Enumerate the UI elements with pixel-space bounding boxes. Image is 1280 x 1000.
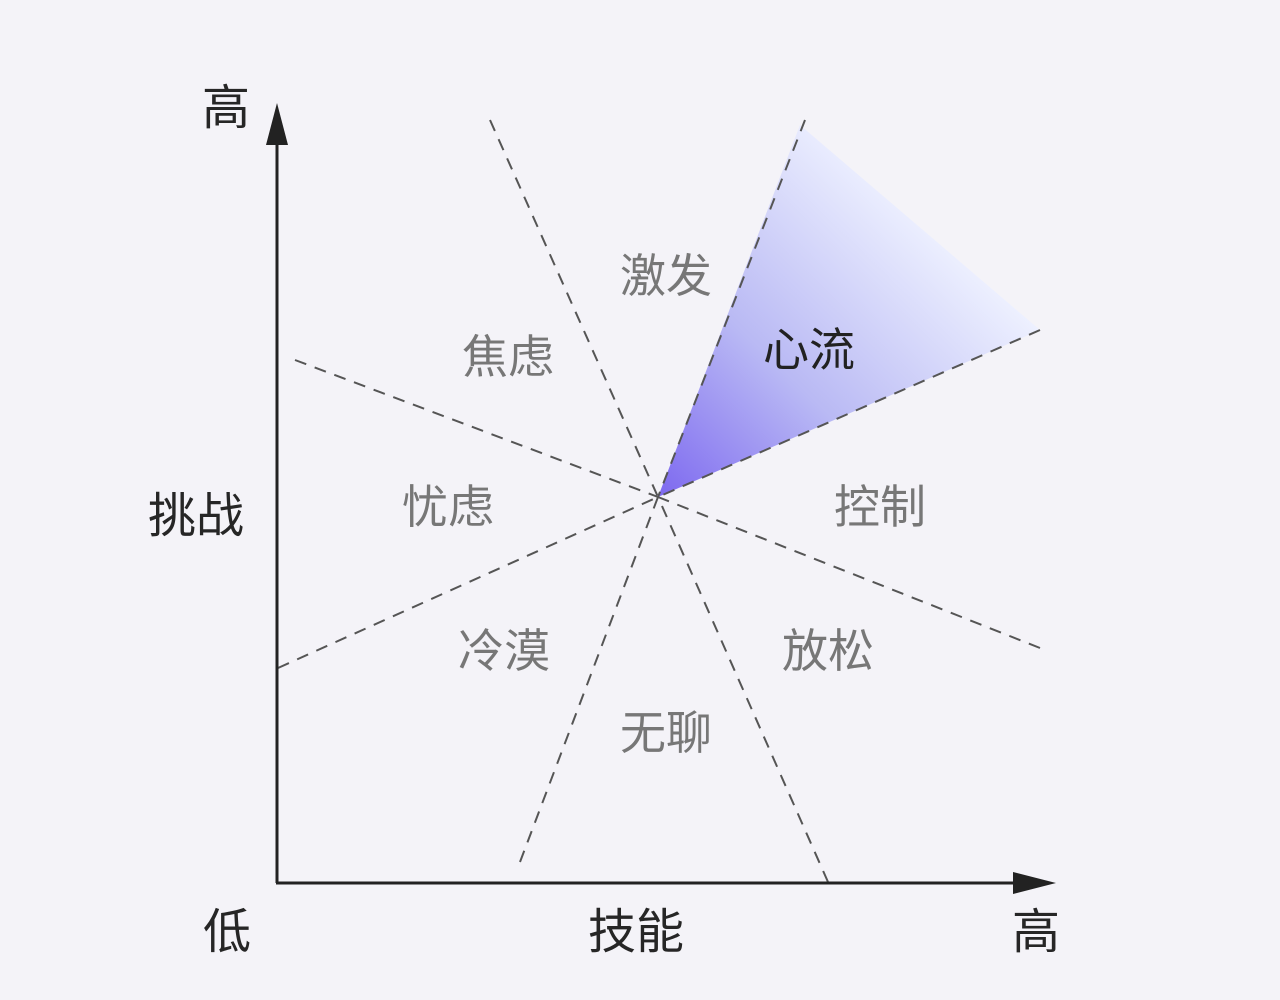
dashed-divider-apathy-boredom (519, 496, 659, 863)
y-axis-high-label: 高 (202, 80, 251, 136)
y-axis-arrow (266, 103, 288, 145)
region-flow-label: 心流 (763, 323, 855, 377)
y-axis-title: 挑战 (148, 488, 245, 544)
origin-low-label: 低 (203, 904, 252, 960)
dashed-divider-boredom-relaxation (657, 496, 829, 883)
region-relaxation-label: 放松 (782, 624, 874, 678)
region-control-label: 控制 (834, 480, 926, 534)
x-axis-arrow (1013, 872, 1056, 894)
region-arousal-label: 激发 (620, 249, 712, 303)
dashed-divider-arousal-flow (657, 119, 806, 498)
region-apathy-label: 冷漠 (458, 624, 550, 678)
dashed-divider-arousal-anxiety (489, 119, 659, 498)
region-worry-label: 忧虑 (402, 480, 494, 534)
dashed-divider-anxiety-worry (294, 359, 659, 498)
x-axis-high-label: 高 (1012, 904, 1061, 960)
dashed-divider-flow-control (657, 329, 1041, 498)
region-anxiety-label: 焦虑 (462, 330, 554, 384)
dashed-divider-worry-apathy (277, 496, 659, 669)
x-axis-title: 技能 (588, 904, 685, 960)
dashed-divider-relaxation-control (657, 496, 1041, 649)
region-boredom-label: 无聊 (620, 706, 712, 760)
flow-zone-wedge (658, 125, 1040, 497)
